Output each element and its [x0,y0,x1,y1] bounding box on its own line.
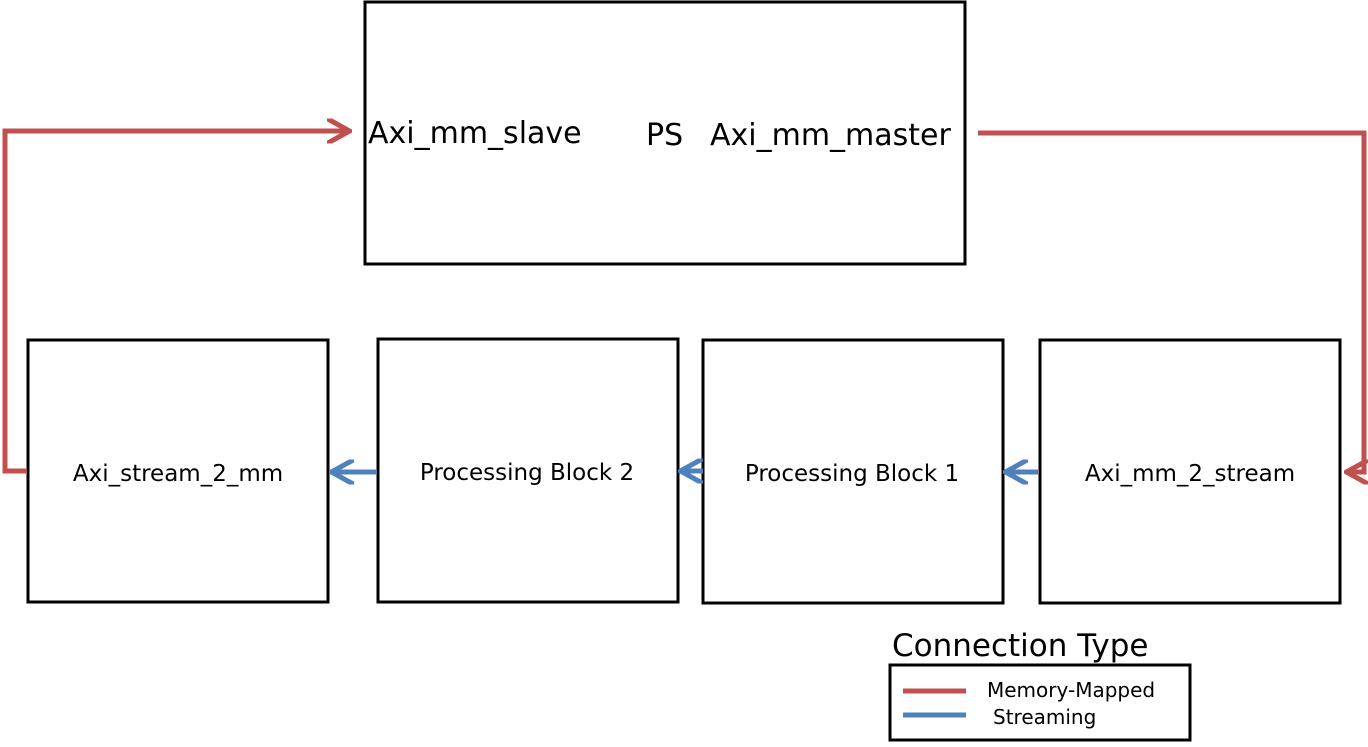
legend-label-streaming: Streaming [993,705,1096,729]
axi-stream-2-mm-border [26,338,330,604]
processing-block-1: Processing Block 1 [701,338,1005,605]
mm-connection-master-to-mm2stream [978,130,1364,472]
ps-master-port-label: Axi_mm_master [710,118,952,153]
ps-title: PS [646,118,683,153]
processing-block-2: Processing Block 2 [376,337,680,604]
ps-block: Axi_mm_slave PS Axi_mm_master [363,0,967,266]
axi-mm-2-stream-label: Axi_mm_2_stream [1085,461,1295,487]
axi-mm-2-stream-border [1038,338,1342,605]
axi-stream-2-mm-label: Axi_stream_2_mm [73,461,283,487]
legend-label-memory-mapped: Memory-Mapped [987,678,1155,702]
ps-slave-port-label: Axi_mm_slave [368,116,582,151]
axi-mm-2-stream-block: Axi_mm_2_stream [1038,338,1342,605]
legend: Connection Type Memory-Mapped Streaming [888,628,1192,742]
axi-stream-2-mm-block: Axi_stream_2_mm [26,338,330,604]
ps-block-border [363,0,967,266]
legend-box [888,663,1192,742]
mm-connection-stream2mm-to-slave [2,131,347,474]
processing-block-2-border [376,337,680,604]
processing-block-1-border [701,338,1005,605]
processing-block-1-label: Processing Block 1 [745,461,959,487]
legend-title: Connection Type [892,628,1148,664]
processing-block-2-label: Processing Block 2 [420,460,634,486]
